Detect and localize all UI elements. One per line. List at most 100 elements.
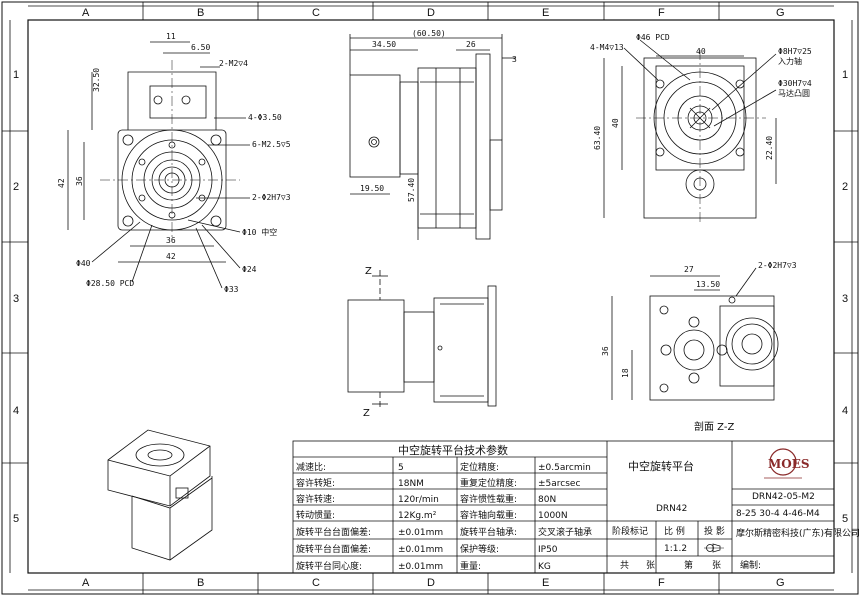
col-label: G [776, 577, 785, 589]
sheet-total: 共 [620, 560, 629, 571]
dim-text: 11 [166, 32, 176, 41]
param-value: ±5arcsec [538, 479, 580, 489]
param-label: 容许惯性载重: [460, 493, 517, 505]
row-label: 3 [842, 293, 848, 305]
param-value: 120r/min [398, 495, 439, 505]
dim-text: 4-M4▽13 [590, 43, 624, 52]
param-label: 容许轴向载重: [460, 509, 517, 521]
section-caption: 剖面 Z-Z [694, 420, 734, 433]
dim-text: 18 [621, 368, 630, 378]
dim-text: 42 [57, 178, 66, 188]
dim-text: Φ10 中空 [242, 227, 277, 237]
dim-text: 22.40 [765, 136, 774, 160]
param-value: ±0.5arcmin [538, 463, 591, 473]
row-label: 4 [13, 405, 19, 417]
param-value: 1000N [538, 511, 568, 521]
dim-text: 36 [166, 236, 176, 245]
dim-text: 6.50 [191, 43, 210, 52]
dim-text: 2-M2▽4 [219, 59, 248, 68]
stage-label: 阶段标记 [612, 525, 648, 537]
sheet-number: 第 [684, 559, 693, 571]
bottom-view [611, 267, 779, 401]
param-value: KG [538, 562, 551, 572]
dim-text: 27 [684, 265, 694, 274]
right-view [603, 39, 777, 225]
param-label: 定位精度: [460, 461, 499, 473]
spec-code: 8-25 30-4 4-46-M4 [736, 509, 820, 519]
title-block [292, 440, 835, 574]
dim-text: Φ33 [224, 285, 239, 294]
dim-text: 57.40 [407, 178, 416, 202]
col-label: E [542, 577, 549, 589]
dim-text: 4-Φ3.50 [248, 113, 282, 122]
dim-text: 34.50 [372, 40, 396, 49]
col-label: C [312, 577, 320, 589]
company-name: 摩尔斯精密科技(广东)有限公司 [736, 527, 860, 539]
param-value: ±0.01mm [398, 545, 443, 555]
param-value: 交叉滚子轴承 [538, 526, 592, 538]
col-label: B [197, 577, 204, 589]
row-label: 4 [842, 405, 848, 417]
row-label: 5 [13, 513, 19, 525]
model-name: DRN42 [656, 504, 687, 514]
param-label: 容许转速: [296, 493, 335, 505]
col-label: E [542, 7, 549, 19]
sheet-unit2: 张 [712, 560, 721, 571]
dim-text: (60.50) [412, 29, 446, 38]
col-label: F [658, 577, 665, 589]
row-label: 5 [842, 513, 848, 525]
dim-text: 19.50 [360, 184, 384, 193]
param-label: 转动惯量: [296, 509, 335, 521]
dim-text: Φ30H7▽4 [778, 79, 812, 88]
col-label: B [197, 7, 204, 19]
dim-text: 2-Φ2H7▽3 [252, 193, 291, 202]
dim-text: 63.40 [593, 126, 602, 150]
dim-text: 6-M2.5▽5 [252, 140, 291, 149]
dim-text: 2-Φ2H7▽3 [758, 261, 797, 270]
row-label: 2 [13, 181, 19, 193]
dim-text: Φ8H7▽25 [778, 47, 812, 56]
section-marker: Z [363, 408, 370, 419]
side-view [349, 34, 516, 240]
editor-label: 编制: [740, 559, 761, 571]
param-label: 容许转矩: [296, 477, 335, 489]
scale-label: 比 例 [664, 525, 685, 537]
param-value: ±0.01mm [398, 562, 443, 572]
product-name: 中空旋转平台 [628, 459, 694, 473]
dim-text: 26 [466, 40, 476, 49]
dim-text: Φ46 PCD [636, 33, 670, 42]
col-label: A [82, 577, 90, 589]
row-label: 3 [13, 293, 19, 305]
section-marker: Z [365, 266, 372, 277]
param-label: 旋转平台台面偏差: [296, 526, 371, 538]
dim-text: 40 [611, 118, 620, 128]
row-label: 2 [842, 181, 848, 193]
logo-text: MOES [768, 457, 810, 471]
moes-logo: MOES [764, 448, 810, 479]
isometric-view [107, 429, 213, 561]
param-label: 减速比: [296, 461, 326, 473]
dim-text: 42 [166, 252, 176, 261]
dim-text: 入力轴 [778, 56, 802, 66]
param-value: ±0.01mm [398, 528, 443, 538]
col-label: A [82, 7, 90, 19]
dim-text: 36 [601, 346, 610, 356]
param-value: 12Kg.m² [398, 511, 437, 521]
dim-text: Φ24 [242, 265, 257, 274]
row-label: 1 [842, 69, 848, 81]
param-value: IP50 [538, 545, 558, 555]
param-label: 保护等级: [460, 543, 499, 555]
col-label: D [427, 7, 435, 19]
dim-text: 3 [512, 55, 517, 64]
front-view [67, 41, 250, 289]
col-label: D [427, 577, 435, 589]
col-label: G [776, 7, 785, 19]
drawing-number: DRN42-05-M2 [752, 492, 815, 502]
col-label: C [312, 7, 320, 19]
sheet-unit: 张 [646, 560, 655, 571]
row-label: 1 [13, 69, 19, 81]
dim-text: 36 [75, 176, 84, 186]
dim-text: 马达凸圆 [778, 88, 810, 98]
scale-value: 1:1.2 [664, 544, 687, 554]
